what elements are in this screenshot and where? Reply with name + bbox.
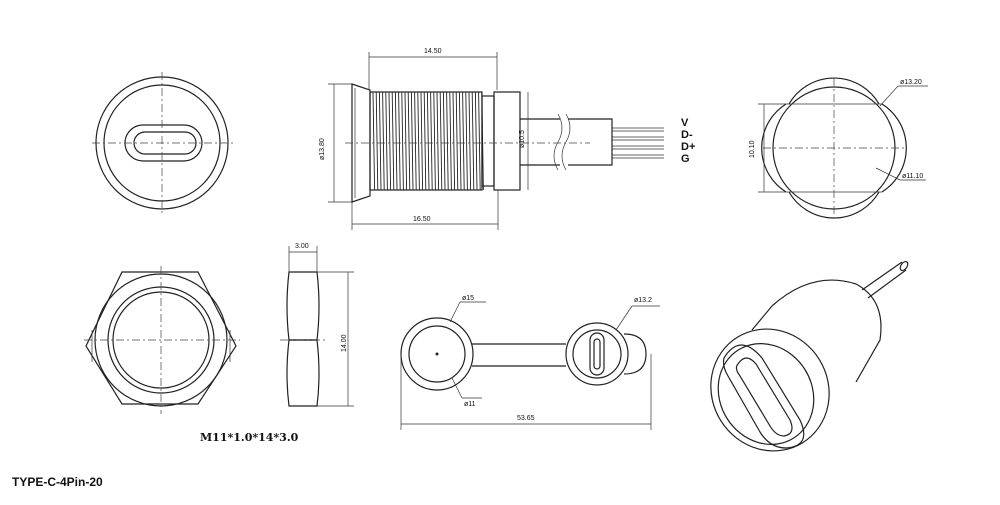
dust-cap: ø15 ø11 ø13.2 53.65 <box>400 295 660 430</box>
dim-length-bottom: 16.50 <box>413 216 431 223</box>
thread-line <box>426 91 430 191</box>
thread-line <box>372 91 376 191</box>
dim-cap-length: 53.65 <box>517 415 535 422</box>
thread-line <box>478 91 481 191</box>
dim-height-left: ø13.80 <box>319 138 326 160</box>
dim-length-top: 14.50 <box>424 48 442 55</box>
thread-line <box>452 91 456 191</box>
isometric-view <box>710 260 909 452</box>
front-view <box>92 72 233 214</box>
thread-line <box>414 91 417 191</box>
thread-line <box>439 91 443 191</box>
thread-line <box>382 91 385 191</box>
thread-line <box>401 91 404 191</box>
thread-line <box>410 91 414 191</box>
thread-line <box>388 91 392 191</box>
dim-outer-dia: ø13.20 <box>900 79 922 86</box>
dim-inner-dia: ø11.10 <box>902 173 923 180</box>
pin-label-v: V <box>681 117 689 129</box>
thread-line <box>458 91 462 191</box>
thread-line <box>398 91 401 191</box>
thread-line <box>436 91 440 191</box>
thread-line <box>378 91 382 191</box>
pin-label-d-plus: D+ <box>681 141 695 153</box>
thread-line <box>430 91 433 191</box>
thread-line <box>446 91 449 191</box>
thread-line <box>468 91 472 191</box>
pin-label-d-minus: D- <box>681 129 693 141</box>
thread-line <box>385 91 388 191</box>
thread-line <box>442 91 446 191</box>
dim-cap-inner: ø11 <box>464 401 476 408</box>
thread-line <box>462 91 465 191</box>
thread-line <box>455 91 459 191</box>
thread-line <box>420 91 424 191</box>
hex-nut-front: M11*1.0*14*3.0 <box>84 266 299 444</box>
thread-line <box>449 91 452 191</box>
round-view: 10.10 ø13.20 ø11.10 <box>749 77 928 220</box>
thread-line <box>474 91 478 191</box>
dim-thread-dia: ø10.5 <box>519 130 526 148</box>
dim-nut-height: 14.00 <box>341 334 348 352</box>
drawing-title: TYPE-C-4Pin-20 <box>12 475 103 489</box>
pin-label-g: G <box>681 153 690 165</box>
dim-cap-outer: ø15 <box>462 295 474 302</box>
thread-line <box>404 91 408 191</box>
dim-cap-port: ø13.2 <box>634 297 652 304</box>
thread-line <box>391 91 395 191</box>
side-view: 14.50 ø13.80 ø10.5 16.5 <box>319 48 695 230</box>
hex-nut-side: 3.00 14.00 <box>280 243 354 407</box>
thread-line <box>417 91 420 191</box>
thread-line <box>375 91 379 191</box>
thread-line <box>423 91 427 191</box>
dim-flat-width: 10.10 <box>749 140 756 158</box>
nut-spec-label: M11*1.0*14*3.0 <box>200 431 299 444</box>
thread-line <box>465 91 468 191</box>
thread-line <box>407 91 411 191</box>
thread-line <box>433 91 436 191</box>
thread-lines <box>372 91 484 191</box>
dim-nut-thickness: 3.00 <box>295 243 309 250</box>
thread-line <box>394 91 398 191</box>
thread-line <box>471 91 475 191</box>
